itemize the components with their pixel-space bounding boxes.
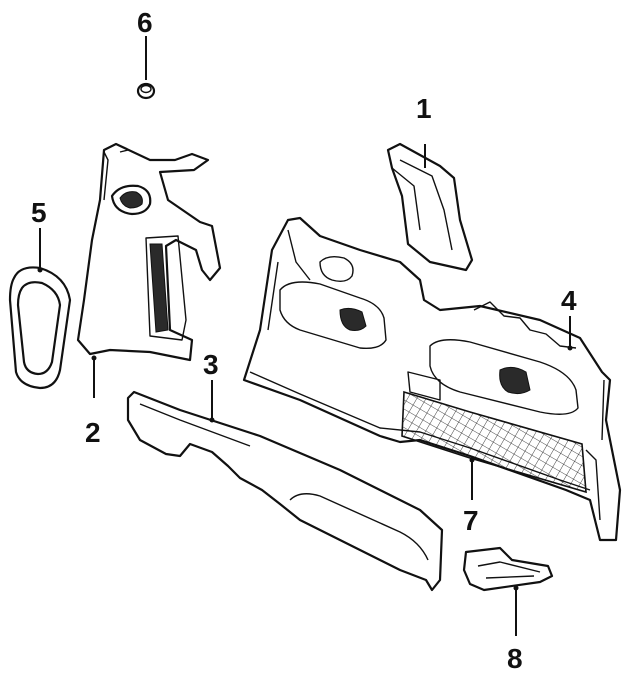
part-8-bracket: [462, 546, 554, 592]
callout-5: 5: [31, 197, 47, 228]
callout-8: 8: [507, 643, 523, 674]
callout-7: 7: [463, 505, 479, 536]
callout-2: 2: [85, 417, 101, 448]
part-1-pillar-trim: [386, 142, 474, 272]
part-7-cargo-net: [401, 390, 587, 494]
callout-1: 1: [416, 93, 432, 124]
part-5-window-trim: [8, 266, 72, 390]
part-2-quarter-panel: [76, 142, 222, 362]
callout-4: 4: [561, 285, 577, 316]
callout-6: 6: [137, 7, 153, 38]
callout-3: 3: [203, 349, 219, 380]
part-3-sill-plate: [126, 390, 444, 592]
leader-lines: [37, 36, 573, 636]
part-6-plug: [136, 82, 156, 100]
